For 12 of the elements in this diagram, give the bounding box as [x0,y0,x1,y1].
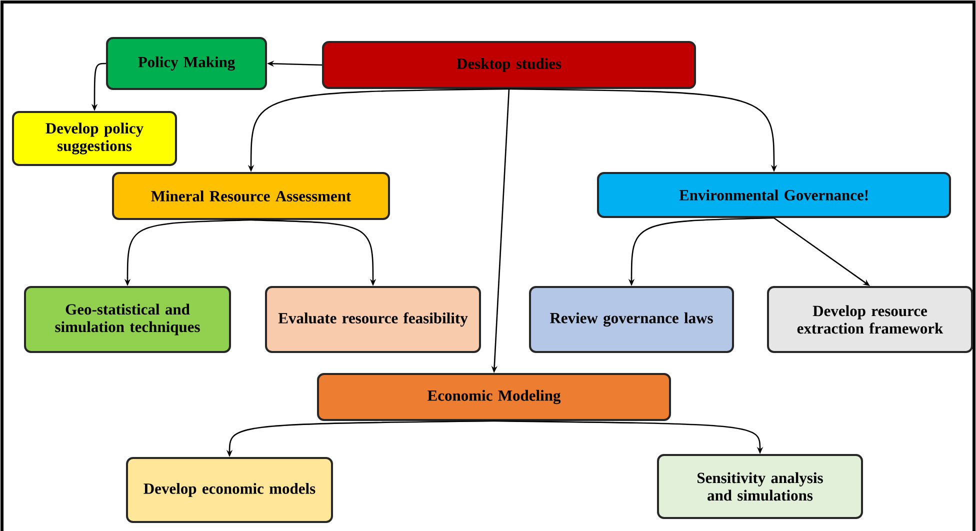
process-box: Develop economic models [126,457,333,523]
process-box: Evaluate resource feasibility [265,286,481,353]
process-box: Policy Making [106,37,267,90]
process-box: Develop resource extraction framework [767,286,974,353]
process-box: Geo-statistical and simulation techniques [24,286,231,353]
process-box: Develop policy suggestions [12,111,177,166]
process-box: Environmental Governance! [597,172,952,218]
process-box: Economic Modeling [317,373,671,421]
process-box: Desktop studies [322,41,696,89]
process-box: Sensitivity analysis and simulations [657,454,863,519]
process-box: Mineral Resource Assessment [112,172,390,220]
process-box: Review governance laws [529,286,734,353]
